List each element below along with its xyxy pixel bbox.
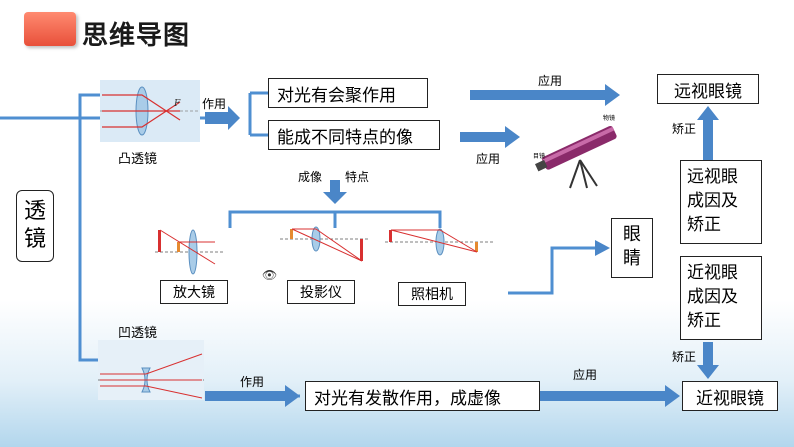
near-cause-line-1: 近视眼 <box>687 263 738 283</box>
focus-mark: F <box>173 99 181 109</box>
imaging-label-b: 特点 <box>345 170 370 184</box>
concave-lens-label: 凹透镜 <box>118 326 158 341</box>
converge-effect-box: 对光有会聚作用 <box>268 78 428 108</box>
concave-branch-line <box>78 118 100 362</box>
far-sight-glasses-box: 远视眼镜 <box>657 74 759 104</box>
near-cause-line-3: 矫正 <box>687 311 721 331</box>
diverge-effect-box: 对光有发散作用，成虚像 <box>305 381 540 411</box>
root-lens-box: 透 镜 <box>16 190 54 262</box>
camera-ray-diagram <box>385 228 495 256</box>
eye-char-2: 睛 <box>623 248 641 269</box>
correct-down-label: 矫正 <box>672 350 697 364</box>
concave-effect-arrow-label: 作用 <box>240 375 265 389</box>
eye-box: 眼 睛 <box>611 218 653 278</box>
root-char-1: 透 <box>23 199 46 224</box>
eyepiece-label: 目镜 <box>533 152 545 160</box>
concave-lens-diagram <box>98 340 204 400</box>
far-cause-line-1: 远视眼 <box>687 167 738 187</box>
objective-label: 物镜 <box>603 114 615 122</box>
title-decoration <box>24 12 76 46</box>
eye-char-1: 眼 <box>623 224 641 245</box>
convex-lens-diagram: F <box>100 80 200 142</box>
magnifier-ray-diagram <box>155 229 225 275</box>
far-cause-line-2: 成因及 <box>687 191 738 211</box>
apply-label-mid: 应用 <box>476 152 501 166</box>
near-cause-line-2: 成因及 <box>687 287 738 307</box>
root-char-2: 镜 <box>23 227 46 252</box>
correct-up-label: 矫正 <box>672 122 697 136</box>
projector-box: 投影仪 <box>287 280 355 304</box>
near-sight-cause-box: 近视眼 成因及 矫正 <box>680 256 762 340</box>
telescope-image: 物镜 目镜 <box>533 114 617 189</box>
magnifier-box: 放大镜 <box>160 280 228 304</box>
far-cause-line-3: 矫正 <box>687 215 721 235</box>
page-title: 思维导图 <box>82 21 191 51</box>
apply-label-top: 应用 <box>538 74 563 88</box>
convex-lens-label: 凸透镜 <box>118 152 158 167</box>
eye-icon: 👁 <box>262 268 278 282</box>
concave-apply-label: 应用 <box>573 368 598 382</box>
projector-ray-diagram <box>280 226 368 262</box>
imaging-label-a: 成像 <box>298 170 323 184</box>
eye-connector <box>508 246 598 295</box>
near-sight-glasses-box: 近视眼镜 <box>682 381 778 411</box>
far-sight-cause-box: 远视眼 成因及 矫正 <box>680 160 762 244</box>
image-types-box: 能成不同特点的像 <box>268 120 440 150</box>
camera-box: 照相机 <box>398 282 466 306</box>
convex-effect-arrow-label: 作用 <box>202 97 227 111</box>
